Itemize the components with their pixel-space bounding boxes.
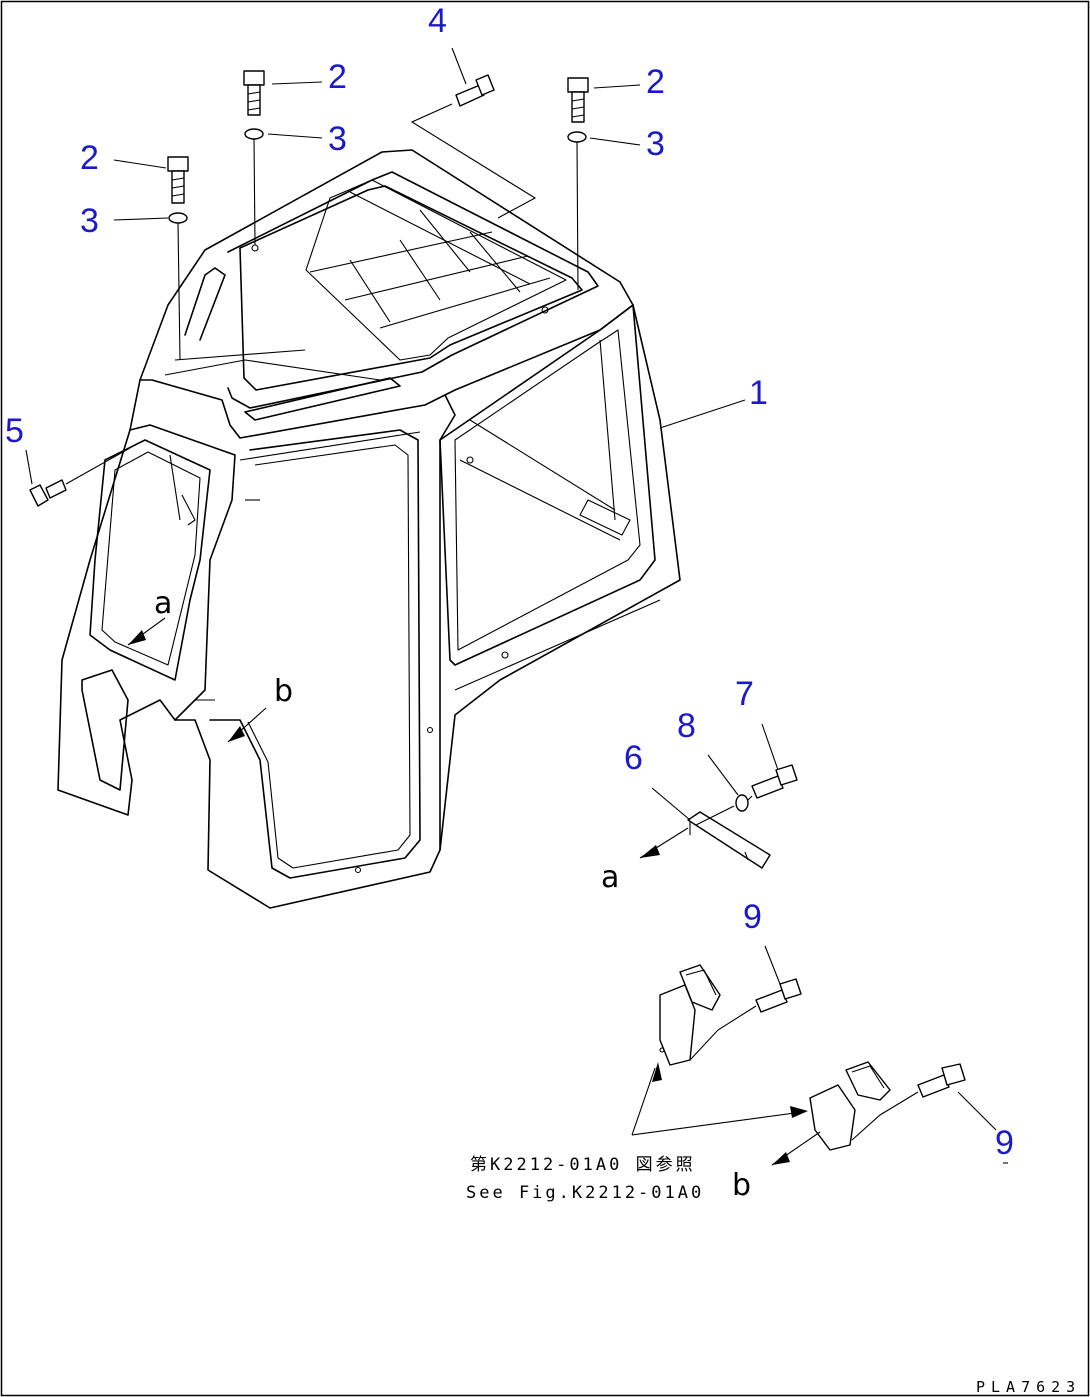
- callout-9-upper: 9: [743, 898, 762, 936]
- callout-3-right: 3: [646, 125, 665, 163]
- washer-3-left: [168, 212, 188, 224]
- drawing-code: PLA7623: [976, 1378, 1081, 1396]
- callout-2-right: 2: [646, 63, 665, 101]
- washer-8: [735, 794, 749, 812]
- callout-1: 1: [749, 374, 768, 412]
- callout-7: 7: [735, 675, 754, 713]
- bracket-6: [687, 811, 771, 869]
- washer-3-middle: [244, 128, 264, 140]
- washer-3-right: [567, 131, 587, 143]
- callout-2-middle: 2: [328, 58, 347, 96]
- bolt-4: [455, 74, 495, 107]
- bolt-9-lower: [917, 1063, 966, 1098]
- hinge-bracket-lower: [809, 1061, 891, 1151]
- detail-letter-b-cab: b: [274, 674, 293, 709]
- callout-9-lower: 9: [995, 1124, 1014, 1162]
- reference-note-japanese: 第K2212-01A0 図参照: [470, 1155, 696, 1175]
- bolt-5: [29, 479, 67, 507]
- hinge-bracket-upper: [659, 964, 721, 1066]
- callout-2-left: 2: [80, 139, 99, 177]
- cab-assembly: [57, 149, 681, 909]
- callout-5: 5: [5, 412, 24, 450]
- callout-6: 6: [624, 739, 643, 777]
- detail-letter-b: b: [732, 1168, 751, 1203]
- callout-8: 8: [677, 707, 696, 745]
- callout-3-left: 3: [80, 202, 99, 240]
- bolt-2-right: [567, 77, 589, 123]
- detail-letter-a-cab: a: [154, 586, 172, 621]
- bolt-2-left: [167, 156, 189, 204]
- reference-note-english: See Fig.K2212-01A0: [466, 1183, 704, 1203]
- bolt-7: [751, 764, 798, 799]
- callout-3-middle: 3: [328, 120, 347, 158]
- detail-letter-a: a: [601, 860, 619, 895]
- bolt-9-upper: [755, 978, 802, 1013]
- callout-4: 4: [428, 2, 447, 40]
- bolt-2-middle: [243, 70, 265, 116]
